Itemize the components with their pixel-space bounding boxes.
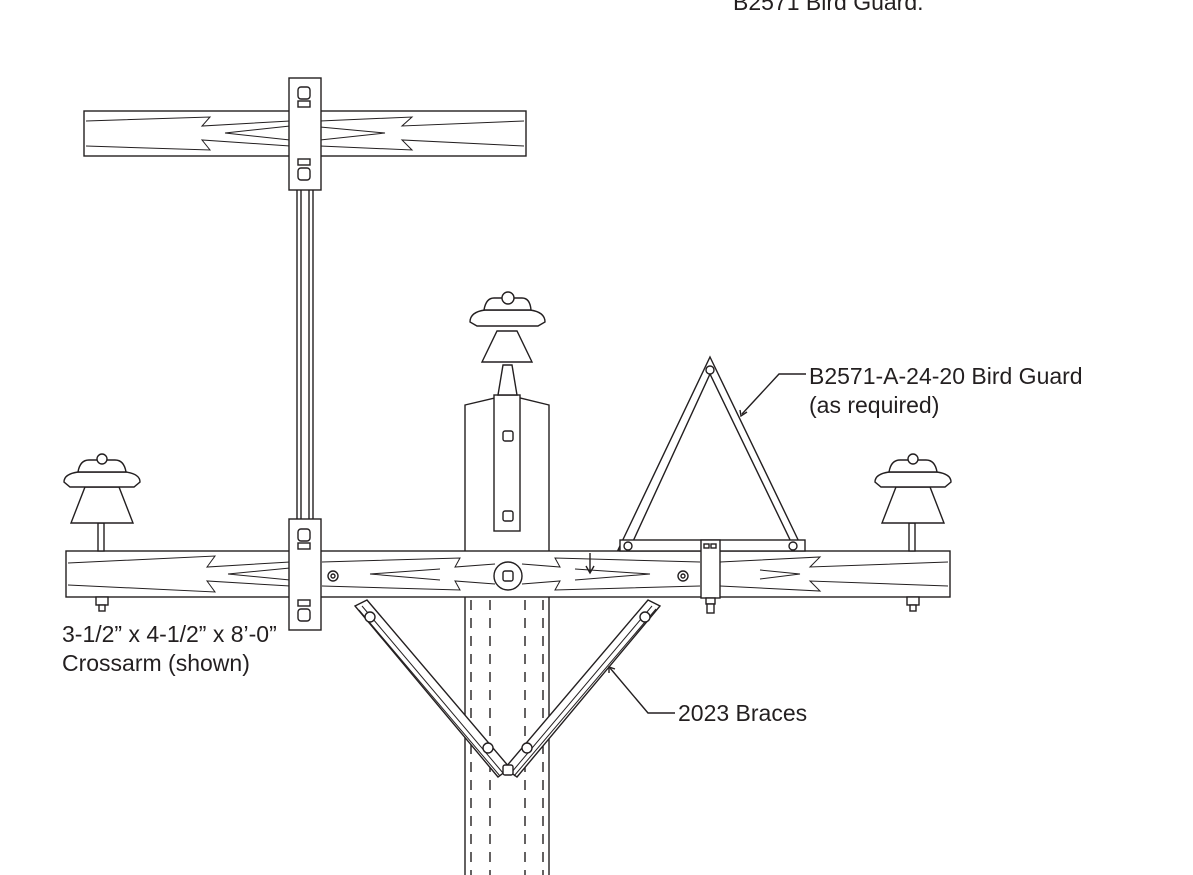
pole-top-pin-bracket [493,394,521,532]
main-crossarm [65,550,951,598]
top-note: B2571 Bird Guard. [733,0,924,15]
bird-guard-label-line1: B2571-A-24-20 Bird Guard [809,363,1083,389]
upper-clamp [288,77,322,191]
connecting-rod [296,190,314,519]
brace-bolt [502,764,514,776]
crossarm-label-line2: Crossarm (shown) [62,650,250,676]
bird-guard-label: B2571-A-24-20 Bird Guard (as required) [809,362,1083,420]
right-brace [503,599,662,778]
right-insulator [874,453,952,612]
left-insulator [63,453,141,612]
crossarm-label: 3-1/2” x 4-1/2” x 8’-0” Crossarm (shown) [62,620,277,678]
crossarm-label-line1: 3-1/2” x 4-1/2” x 8’-0” [62,621,277,647]
bird-guard-leader [739,373,806,418]
lower-clamp [288,518,322,631]
bird-guard [616,355,806,614]
bird-guard-label-line2: (as required) [809,392,940,418]
braces-leader [608,666,675,714]
braces-label: 2023 Braces [678,700,808,726]
pole-top-insulator [469,291,546,396]
